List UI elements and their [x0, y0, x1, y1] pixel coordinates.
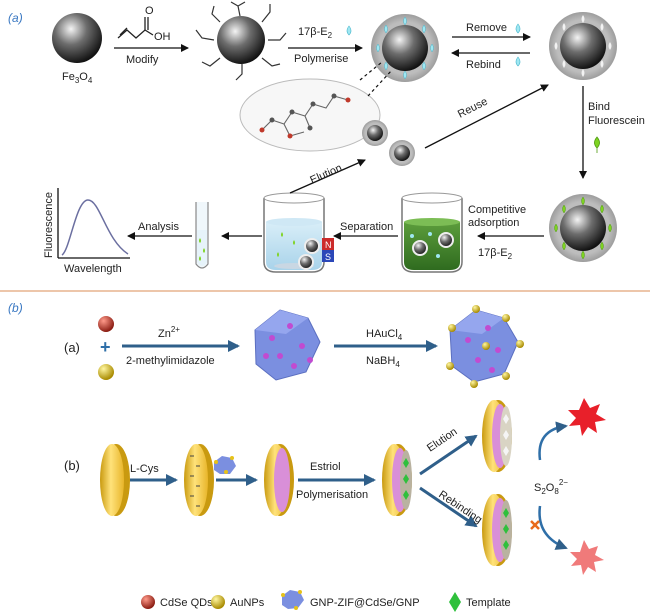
modified-sphere: [195, 1, 287, 81]
subpanel-a-label: (a): [64, 340, 80, 355]
fluorescence-plot: [57, 188, 130, 259]
haucl-label: HAuCl4: [366, 328, 403, 342]
reused-spheres: [362, 120, 415, 166]
test-tube-icon: [195, 202, 209, 269]
polyhedron-icon: [254, 309, 321, 381]
modify-label: Modify: [126, 54, 159, 66]
reagent-o: O: [145, 5, 154, 17]
cross-icon: [530, 520, 540, 530]
cdse-qd-icon: [98, 316, 114, 332]
svg-text:N: N: [325, 240, 332, 250]
elution-label: Elution: [308, 162, 344, 187]
fluorescence-axis-label: Fluorescence: [43, 192, 55, 258]
legend-gnp: GNP-ZIF@CdSe/GNP: [310, 597, 420, 609]
acrylic-acid-icon: [117, 17, 154, 39]
burst-icon: [568, 398, 606, 436]
cdse-qd-icon: [141, 595, 155, 609]
polyhedron-gold-icon: [446, 305, 524, 388]
separation-label: Separation: [340, 221, 393, 233]
droplet-icon: [594, 136, 600, 153]
droplet-icon: [515, 56, 521, 67]
bind-label: Bind: [588, 101, 610, 113]
rebinding-arrow: [419, 486, 478, 528]
reuse-arrow: [424, 84, 549, 149]
polyhedron-icon: [214, 456, 236, 474]
droplet-icon: [346, 25, 352, 36]
elution-arrow: [289, 159, 366, 194]
zn-label: Zn2+: [158, 325, 180, 340]
rebinding-label: Rebinding: [436, 489, 484, 527]
fe3o4-sphere: [52, 13, 102, 63]
legend-cdse: CdSe QDs: [160, 597, 213, 609]
electrode-disk-icon: [264, 444, 294, 516]
panel-a-label: (a): [8, 11, 23, 25]
fluorescein-label: Fluorescein: [588, 115, 645, 127]
fe3o4-label: Fe3O4: [62, 71, 93, 85]
estriol-label: Estriol: [310, 461, 341, 473]
remove-label: Remove: [466, 22, 507, 34]
diamond-icon: [449, 592, 461, 612]
electrode-disk-icon: [184, 444, 214, 516]
reagent-oh: OH: [154, 31, 171, 43]
lcys-label: L-Cys: [130, 463, 159, 475]
signal-arrow-upper: [538, 421, 568, 461]
fluorescein-bound-sphere: [549, 194, 617, 262]
electrode-disk-icon: [382, 444, 412, 516]
polymerisation-label: Polymerisation: [296, 489, 368, 501]
burst-icon: [570, 540, 604, 575]
aunp-icon: [98, 364, 114, 380]
magnet-icon: N S: [322, 238, 334, 262]
beaker-icon: [263, 192, 325, 273]
electrode-disk-icon: [482, 494, 512, 566]
e2b-label: 17β-E2: [478, 247, 513, 261]
imprinted-sphere: [371, 14, 439, 82]
wavelength-axis-label: Wavelength: [64, 263, 122, 275]
aunp-icon: [211, 595, 225, 609]
analysis-label: Analysis: [138, 221, 179, 233]
electrode-disk-icon: [100, 444, 130, 516]
beaker-icon: [401, 192, 463, 273]
cavity-sphere: [549, 12, 617, 80]
legend-aunps: AuNPs: [230, 597, 265, 609]
polyhedron-icon: [281, 590, 304, 610]
polymerise-label: Polymerise: [294, 53, 348, 65]
nabh-label: NaBH4: [366, 355, 400, 369]
subpanel-b-label: (b): [64, 458, 80, 473]
panel-b-label: (b): [8, 301, 23, 315]
persulfate-label: S2O82−: [534, 478, 568, 496]
competitive-label: Competitive: [468, 204, 526, 216]
adsorption-label: adsorption: [468, 217, 519, 229]
molecule-inset: [239, 61, 393, 152]
legend: CdSe QDs AuNPs GNP-ZIF@CdSe/GNP Template: [141, 590, 511, 612]
elution-arrow-b: [419, 434, 478, 476]
methylimidazole-label: 2-methylimidazole: [126, 355, 215, 367]
e2-label: 17β-E2: [298, 26, 333, 40]
electrode-disk-icon: [482, 400, 512, 472]
svg-text:S: S: [325, 252, 331, 262]
rebind-label: Rebind: [466, 59, 501, 71]
droplet-icon: [515, 23, 521, 34]
signal-arrow-lower: [538, 505, 568, 550]
legend-template: Template: [466, 597, 511, 609]
plus-icon: +: [100, 337, 111, 357]
